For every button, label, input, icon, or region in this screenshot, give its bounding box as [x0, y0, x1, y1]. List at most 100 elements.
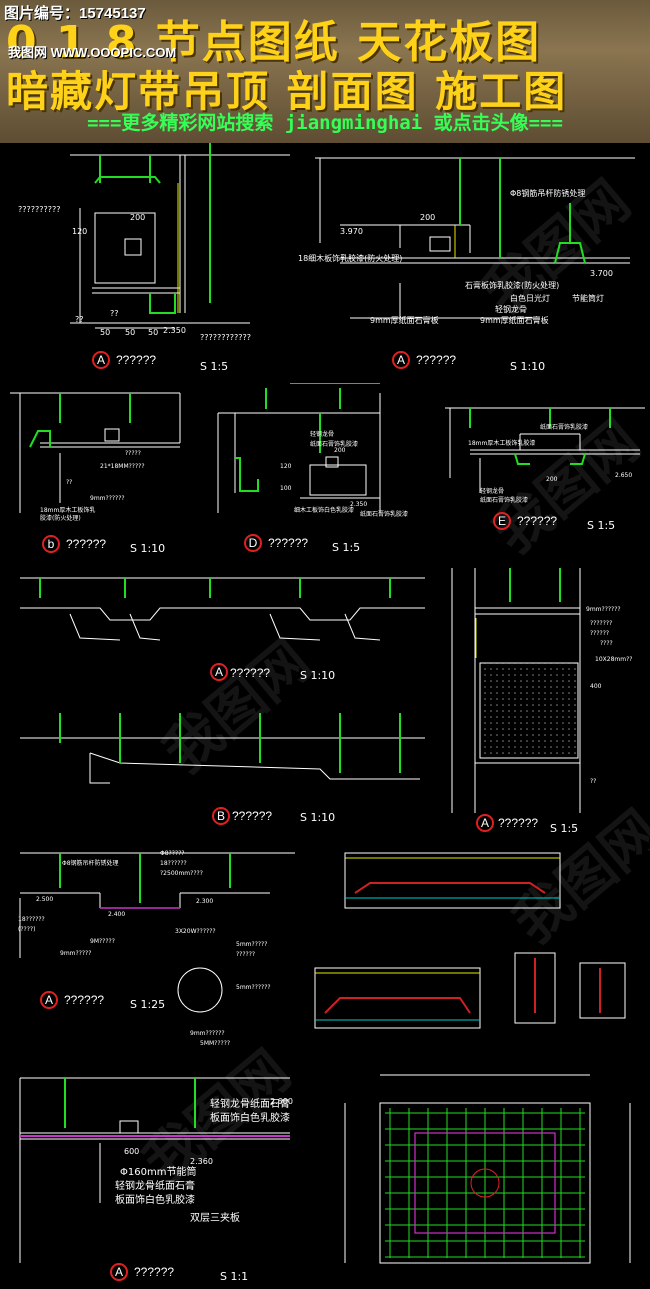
dim-label: 50 — [148, 328, 159, 337]
section-marker: E — [493, 512, 511, 530]
dim-label: ??????? — [590, 620, 613, 627]
note-label: 3X20W?????? — [175, 928, 216, 935]
section-title: ?????? — [66, 537, 107, 551]
note-label: 轻钢龙骨 — [310, 431, 335, 438]
scale-label: S 1:25 — [130, 998, 166, 1011]
section-marker: A — [92, 351, 110, 369]
scale-label: S 1:10 — [130, 542, 166, 555]
section-drawing-downlight — [19, 1077, 290, 1263]
section-drawing-a-25 — [19, 852, 295, 1013]
section-detail-a-left: ?????????? 200 120 50 50 50 2.350 ??????… — [0, 143, 290, 378]
note-label: 纸面石膏饰乳胶漆 — [480, 497, 529, 504]
section-drawing-d — [217, 383, 381, 513]
note-label: 18?????? — [160, 860, 187, 867]
note-label: 18细木板饰乳胶漆(防火处理) — [298, 254, 403, 263]
note-label: 节能筒灯 — [572, 294, 604, 303]
cad-drawing-sheet: 我图网 我图网 我图网 我图网 我图网 — [0, 143, 650, 1289]
section-marker: B — [212, 807, 230, 825]
section-drawing-a-long — [20, 577, 425, 641]
section-title: ?????? — [134, 1265, 175, 1279]
note-label: ?????? — [236, 951, 256, 958]
elevation-drawing-set — [314, 852, 626, 1029]
note-label: 胶漆(防火处理) — [40, 515, 81, 522]
note-label: Φ160mm节能筒 — [120, 1167, 197, 1178]
dim-label: 200 — [546, 476, 558, 483]
section-marker: A — [210, 663, 228, 681]
site-watermark: 我图网 WWW.OOOPIC.COM — [8, 45, 177, 60]
elevation-label: 2.360 — [190, 1157, 213, 1166]
section-marker: A — [476, 814, 494, 832]
note-label: 9mm?????? — [190, 1030, 225, 1037]
dim-label: ?? — [110, 309, 119, 318]
note-label: 细木工板饰白色乳胶漆 — [294, 507, 355, 514]
section-drawing-b-long — [20, 713, 425, 784]
section-detail-e: 18mm厚木工板饰乳胶漆 纸面石膏饰乳胶漆 200 2.650 轻钢龙骨 纸面石… — [440, 398, 650, 538]
note-label: 9mm?????? — [90, 495, 125, 502]
section-detail-a-right: Φ8钢筋吊杆防锈处理 3.970 200 18细木板饰乳胶漆(防火处理) 石膏板… — [290, 143, 650, 378]
dim-label: 400 — [590, 683, 602, 690]
scale-label: S 1:5 — [332, 541, 361, 554]
note-label: 18mm厚木工板饰乳 — [40, 507, 96, 514]
section-detail-b: ????? 21*18MM????? ?? 18mm厚木工板饰乳 胶漆(防火处理… — [0, 383, 190, 558]
title-banner: 0 1 8 节点图纸 天花板图 图片编号：15745137 我图网 WWW.OO… — [0, 0, 650, 143]
elevation-label: 2.500 — [36, 896, 54, 903]
dim-label: 9mm?????? — [586, 606, 621, 613]
dim-label: 21*18MM????? — [100, 463, 145, 470]
note-label: 纸面石膏饰乳胶漆 — [360, 511, 409, 518]
dim-label: 10X28mm?? — [595, 656, 633, 663]
elevation-label: 2.350 — [350, 501, 368, 508]
dim-label: ????? — [125, 450, 141, 457]
note-label: ?2500mm???? — [160, 870, 203, 877]
section-title: ?????? — [64, 993, 105, 1007]
note-label: 纸面石膏饰乳胶漆 — [540, 424, 589, 431]
note-label: (????) — [18, 926, 36, 933]
section-marker: D — [244, 534, 262, 552]
section-detail-b-long: B ?????? S 1:10 — [0, 693, 430, 828]
note-label: 板面饰白色乳胶漆 — [210, 1113, 290, 1124]
ceiling-plan — [330, 1063, 650, 1289]
section-marker: b — [42, 535, 60, 553]
dim-label: ???? — [600, 640, 613, 647]
elevation-label: 2.400 — [108, 911, 126, 918]
scale-label: S 1:10 — [300, 811, 336, 824]
note-label: Φ8钢筋吊杆防锈处理 — [62, 860, 119, 867]
dim-label: 50 — [125, 328, 136, 337]
section-title: ?????? — [232, 809, 273, 823]
section-marker: A — [40, 991, 58, 1009]
section-detail-d: 轻钢龙骨 纸面石膏饰乳胶漆 200 120 100 细木工板饰白色乳胶漆 2.3… — [200, 383, 440, 558]
section-detail-a-long: A ?????? S 1:10 — [0, 568, 430, 693]
dim-label: 120 — [280, 463, 292, 470]
dim-label: 50 — [100, 328, 111, 337]
note-label: Φ8钢筋吊杆防锈处理 — [510, 189, 586, 198]
scale-label: S 1:5 — [550, 822, 579, 835]
dim-label: 200 — [130, 213, 146, 222]
note-label: 轻钢龙骨纸面石膏 — [115, 1181, 195, 1192]
elevation-label: 2.300 — [196, 898, 214, 905]
section-marker: A — [392, 351, 410, 369]
elevation-label: 2.350 — [163, 326, 186, 335]
dim-label: 120 — [72, 227, 88, 236]
note-label: 白色日光灯 — [510, 294, 550, 303]
dim-label: 200 — [420, 213, 436, 222]
note-label: 轻钢龙骨 — [495, 305, 527, 314]
dim-label: 600 — [124, 1147, 140, 1156]
dim-label: ?? — [66, 479, 73, 486]
section-drawing-wall — [451, 568, 581, 813]
note-label: 5MM????? — [200, 1040, 231, 1047]
banner-title-line1: 0 1 8 节点图纸 天花板图 — [6, 17, 542, 68]
elevation-drawings — [300, 838, 650, 1063]
note-label: 纸面石膏饰乳胶漆 — [310, 441, 359, 448]
section-title: ?????? — [116, 353, 157, 367]
dim-label: ?????? — [590, 630, 610, 637]
banner-tagline: ===更多精彩网站搜索 jiangminghai 或点击头像=== — [87, 112, 563, 134]
scale-label: S 1:10 — [300, 669, 336, 682]
elevation-label: 2.600 — [270, 1097, 293, 1106]
dim-label: 200 — [334, 447, 346, 454]
scale-label: S 1:10 — [510, 360, 546, 373]
dim-label: 100 — [280, 485, 292, 492]
note-label: Φ8????? — [160, 850, 185, 857]
note-label: 9mm厚纸面石膏板 — [480, 316, 549, 325]
scale-label: S 1:5 — [200, 360, 229, 373]
note-label: 9mm厚纸面石膏板 — [370, 316, 439, 325]
section-title: ?????? — [268, 536, 309, 550]
